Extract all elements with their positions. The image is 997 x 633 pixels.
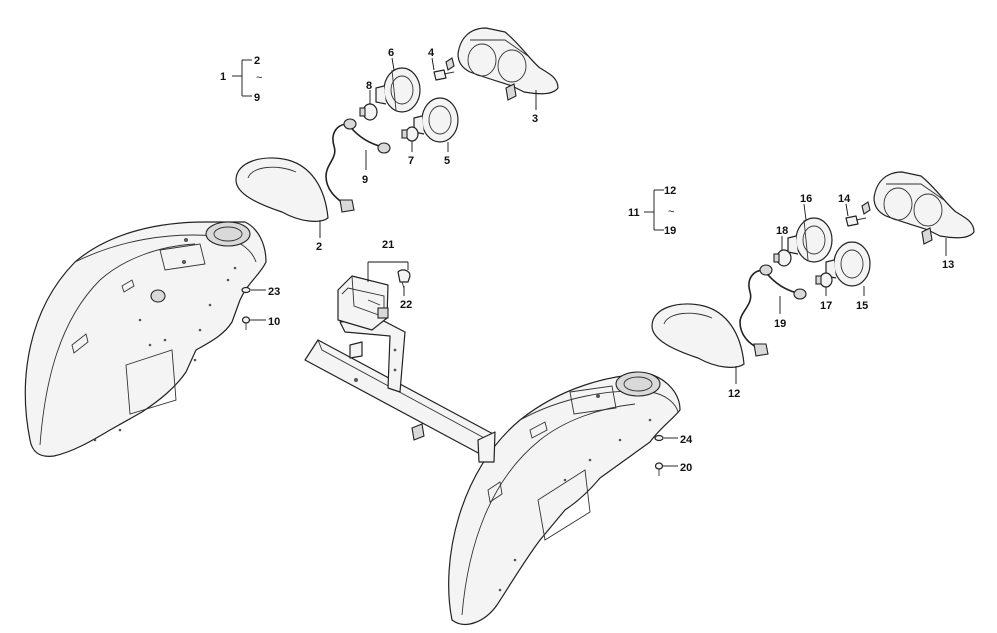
callout-1: 1 [220,71,226,83]
left-housing [445,27,559,101]
callout-18: 18 [776,225,788,237]
callout-2: 2 [316,241,322,253]
callout-5: 5 [444,155,450,167]
right-screw [845,215,867,227]
left-socket-small [413,97,459,143]
callout-7: 7 [408,155,414,167]
callout-11-from: 12 [664,185,676,197]
callout-3: 3 [532,113,538,125]
left-washer [241,286,251,294]
callout-17: 17 [820,300,832,312]
callout-4: 4 [428,47,435,59]
callout-23: 23 [268,286,280,298]
callout-9: 9 [362,174,368,186]
callout-10: 10 [268,316,280,328]
callout-24: 24 [680,434,693,446]
callout-11-sep: ~ [668,206,674,218]
callout-15: 15 [856,300,868,312]
callout-1-from: 2 [254,55,260,67]
callout-16: 16 [800,193,812,205]
callout-22: 22 [400,299,412,311]
right-washer [654,434,664,442]
callout-6: 6 [388,47,394,59]
right-socket-large [787,217,833,263]
callout-labels: 1 2 ~ 9 6 4 8 3 7 5 9 2 21 22 23 10 11 1… [220,47,954,474]
left-harness [325,118,391,213]
callout-11-to: 19 [664,225,676,237]
right-socket-small [825,241,871,287]
callout-19: 19 [774,318,786,330]
right-housing [861,171,975,245]
callout-13: 13 [942,259,954,271]
left-fender-screw [241,316,251,330]
callout-8: 8 [366,80,372,92]
right-fender-screw [654,462,664,476]
right-bulb-large [773,249,792,267]
callout-1-to: 9 [254,92,260,104]
left-lens [235,157,329,222]
right-fender [448,371,681,625]
right-bulb-small [815,272,833,288]
cross-beam [304,317,496,463]
leader-lines [232,57,947,467]
callout-1-sep: ~ [256,72,262,84]
left-screw [433,69,455,81]
left-fender [24,221,267,457]
right-harness [739,264,807,357]
callout-20: 20 [680,462,692,474]
callout-11: 11 [628,207,640,219]
right-lens [651,303,745,368]
callout-14: 14 [838,193,851,205]
left-bulb-small [401,126,419,142]
callout-21: 21 [382,239,394,251]
callout-12: 12 [728,388,740,400]
left-bulb-large [359,103,378,121]
left-socket-large [375,67,421,113]
